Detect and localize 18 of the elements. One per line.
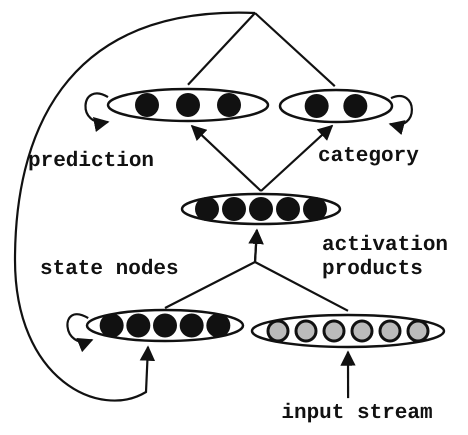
layer-label: activation products xyxy=(322,234,450,282)
arrow xyxy=(388,95,413,134)
unit-layer xyxy=(85,308,245,343)
layer-label: prediction xyxy=(28,150,154,174)
arrow xyxy=(260,124,334,192)
feedback-arrow xyxy=(14,12,256,402)
arrow xyxy=(190,124,262,192)
arrow xyxy=(84,92,110,130)
layer-label: category xyxy=(318,145,419,169)
arrow xyxy=(248,228,348,312)
layer-label: state nodes xyxy=(40,258,179,282)
unit-layer xyxy=(250,313,446,349)
unit-layer xyxy=(180,192,342,226)
input-label: input stream xyxy=(262,402,452,426)
unit-layer xyxy=(106,87,270,123)
unit-layer xyxy=(278,88,394,124)
arrow xyxy=(340,350,356,398)
arrow xyxy=(66,313,94,351)
